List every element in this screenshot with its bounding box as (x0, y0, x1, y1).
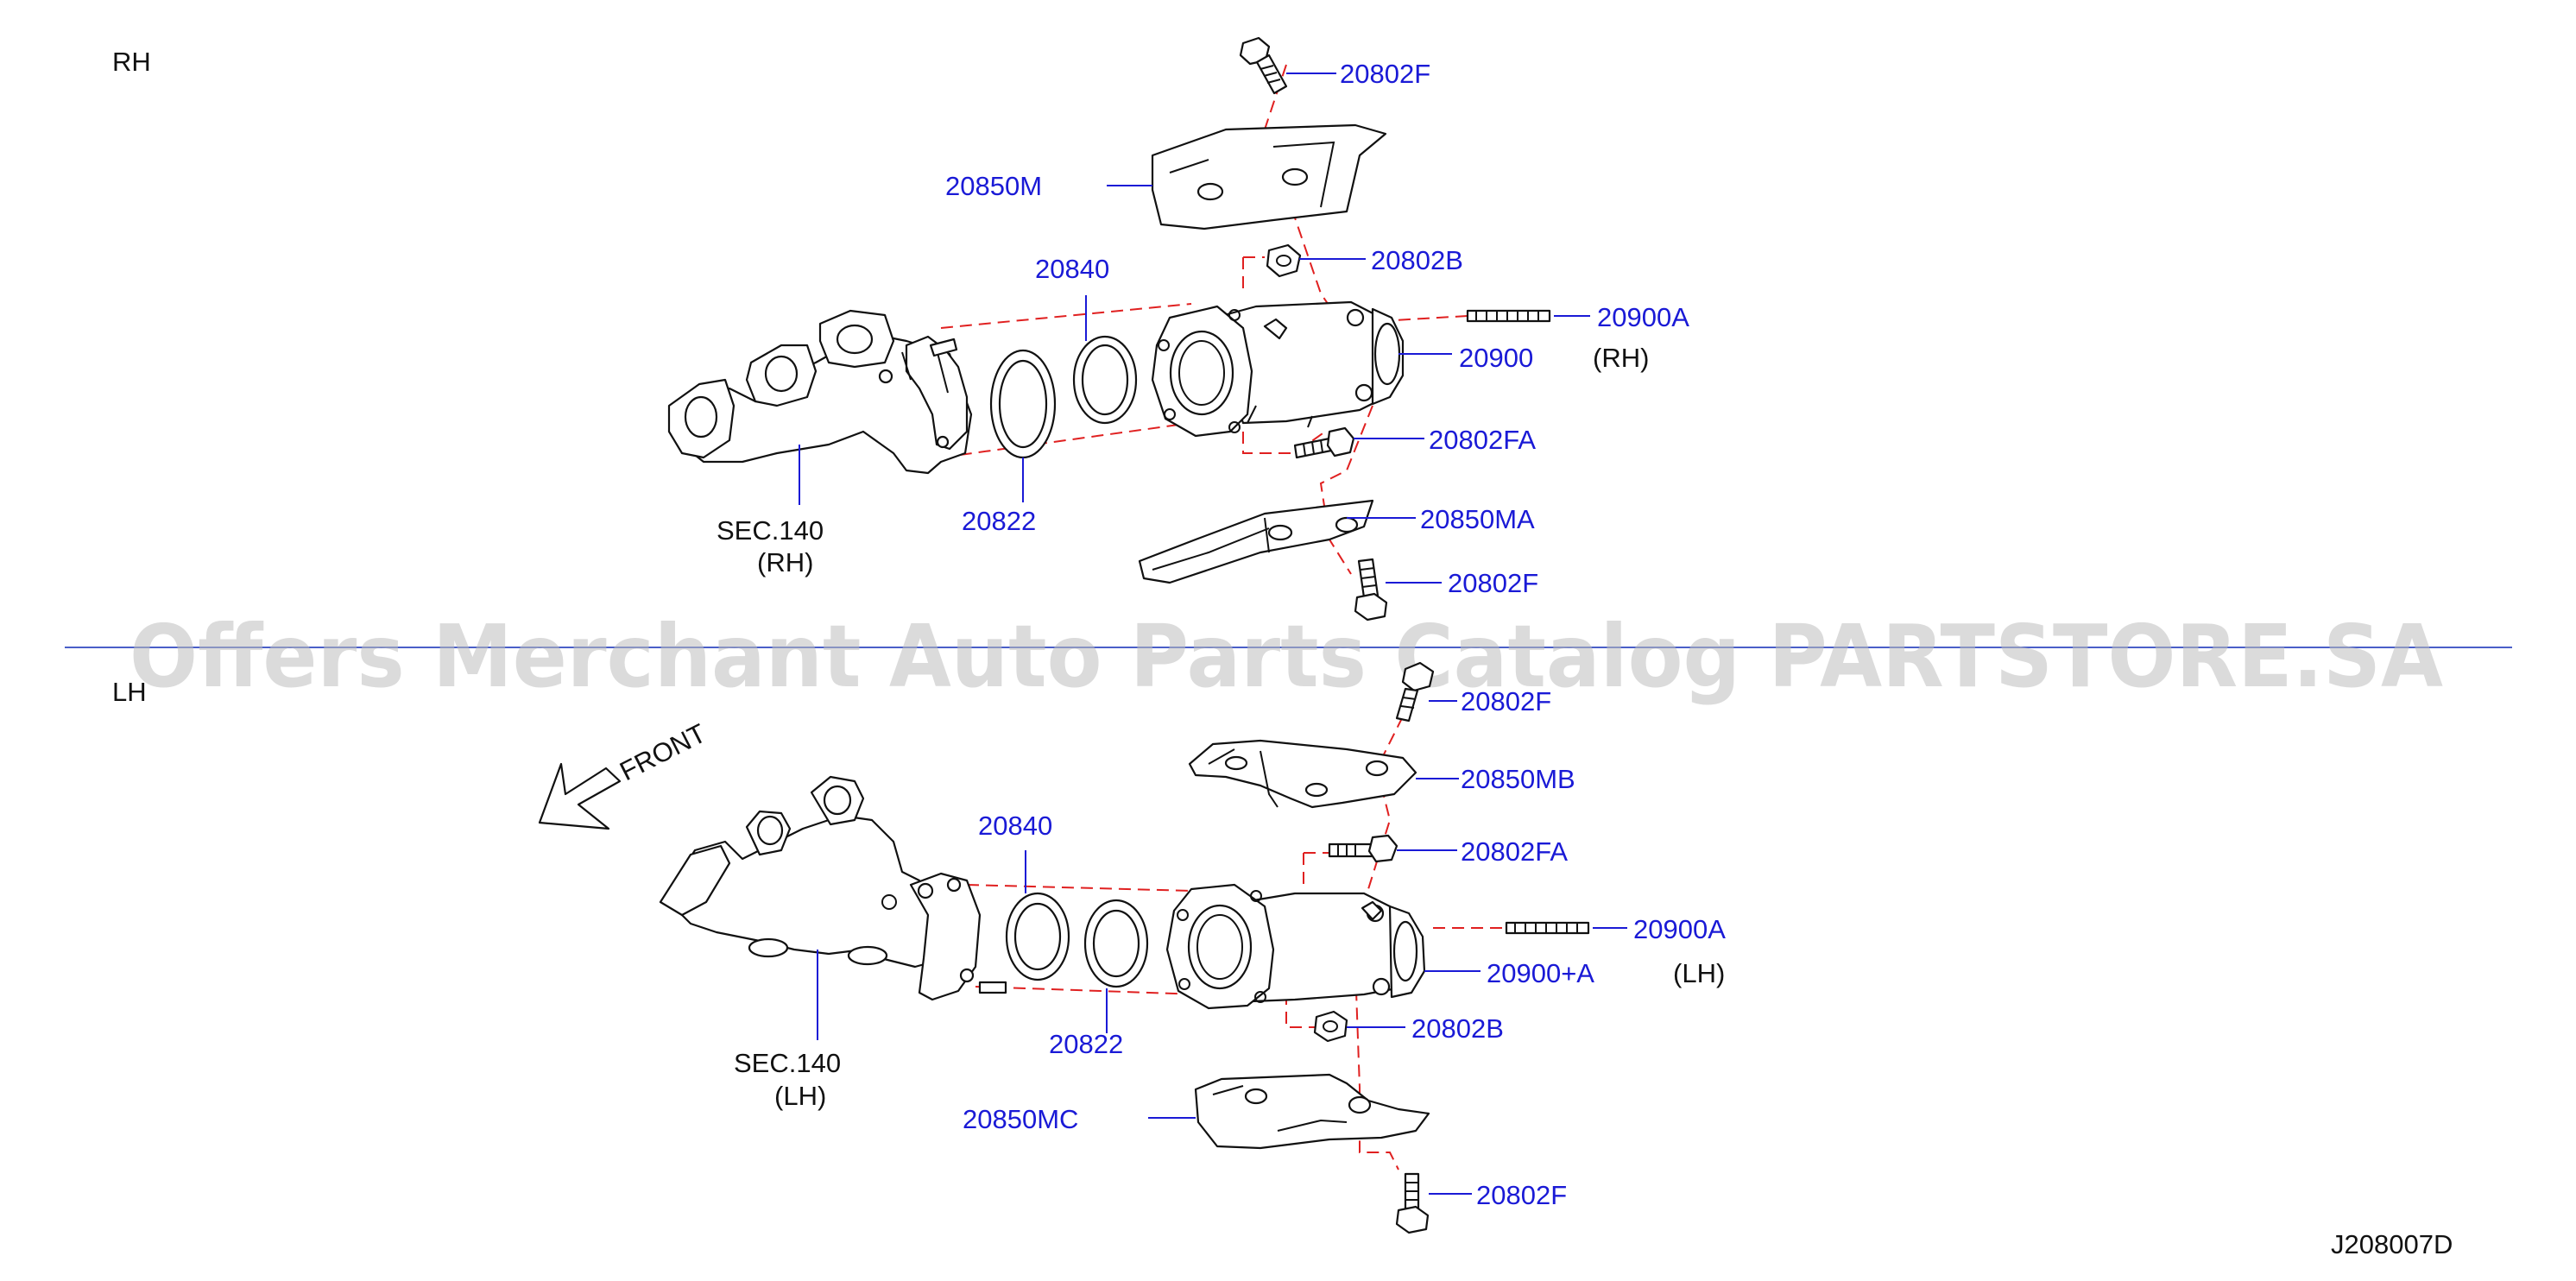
watermark-text: Offers Merchant Auto Parts Catalog PARTS… (129, 606, 2443, 707)
rh-exhaust-manifold[interactable] (667, 309, 973, 475)
rh-label-top-bolt: 20802F (1340, 59, 1430, 89)
lh-assembly: FRONT (538, 661, 1726, 1234)
lh-lower-heat-cover[interactable] (1194, 1073, 1430, 1150)
rh-label-flange-bolt: 20802FA (1429, 425, 1536, 455)
rh-label-nut: 20802B (1371, 245, 1463, 275)
lh-label-stud: 20900A (1633, 914, 1726, 944)
lh-sec-label: SEC.140 (734, 1048, 841, 1078)
lh-label-nut: 20802B (1411, 1013, 1504, 1044)
rh-label-gasket-b: 20822 (962, 506, 1036, 536)
rh-flange-bolt[interactable] (1293, 426, 1355, 459)
lh-section-label: LH (112, 677, 147, 707)
lh-sec-side: (LH) (774, 1081, 826, 1111)
rh-label-bottom-bolt: 20802F (1448, 568, 1538, 598)
rh-label-stud: 20900A (1597, 302, 1689, 332)
rh-nut[interactable] (1266, 243, 1302, 278)
rh-gasket-20822[interactable] (989, 349, 1057, 459)
lh-gasket-20822[interactable] (1083, 899, 1149, 988)
rh-top-bolt[interactable] (1239, 36, 1288, 95)
rh-assembly: 20802F 20850M 20802B 20840 20900A 20900 … (667, 36, 1689, 622)
diagram-code: J208007D (2331, 1229, 2453, 1259)
lh-label-bottom-bolt: 20802F (1476, 1180, 1567, 1210)
rh-bottom-bolt[interactable] (1354, 558, 1388, 622)
lh-bottom-bolt[interactable] (1395, 1172, 1430, 1234)
lh-upper-heat-cover[interactable] (1188, 739, 1417, 809)
lh-stud[interactable] (1505, 921, 1590, 935)
lh-label-gasket-a: 20840 (978, 811, 1052, 841)
rh-sec-label: SEC.140 (717, 515, 824, 546)
lh-catalytic-converter[interactable] (1165, 883, 1426, 1010)
rh-upper-heat-cover[interactable] (1151, 123, 1387, 230)
lh-exhaust-manifold[interactable] (659, 775, 1007, 1001)
lh-label-flange-bolt: 20802FA (1461, 836, 1568, 867)
rh-label-converter: 20900 (1459, 343, 1533, 373)
lh-side-note: (LH) (1673, 958, 1725, 988)
lh-flange-bolt[interactable] (1328, 834, 1398, 863)
lh-label-upper-cover: 20850MB (1461, 764, 1575, 794)
rh-side-note: (RH) (1593, 343, 1649, 373)
rh-lower-heat-cover[interactable] (1138, 499, 1374, 584)
rh-label-lower-cover: 20850MA (1420, 504, 1535, 534)
lh-top-bolt[interactable] (1395, 661, 1435, 723)
lh-gasket-20840[interactable] (1005, 892, 1070, 981)
lh-label-top-bolt: 20802F (1461, 686, 1551, 716)
lh-nut[interactable] (1313, 1010, 1348, 1043)
rh-label-gasket-a: 20840 (1035, 254, 1109, 284)
rh-stud[interactable] (1466, 309, 1551, 323)
lh-label-gasket-b: 20822 (1049, 1029, 1123, 1059)
lh-label-lower-cover: 20850MC (963, 1104, 1078, 1134)
front-arrow-icon (538, 762, 622, 830)
rh-catalytic-converter[interactable] (1151, 300, 1405, 438)
lh-label-converter: 20900+A (1487, 958, 1594, 988)
rh-label-upper-cover: 20850M (945, 171, 1042, 201)
rh-sec-side: (RH) (757, 547, 813, 577)
front-label: FRONT (615, 718, 710, 787)
rh-section-label: RH (112, 47, 151, 77)
rh-gasket-20840[interactable] (1072, 335, 1138, 425)
